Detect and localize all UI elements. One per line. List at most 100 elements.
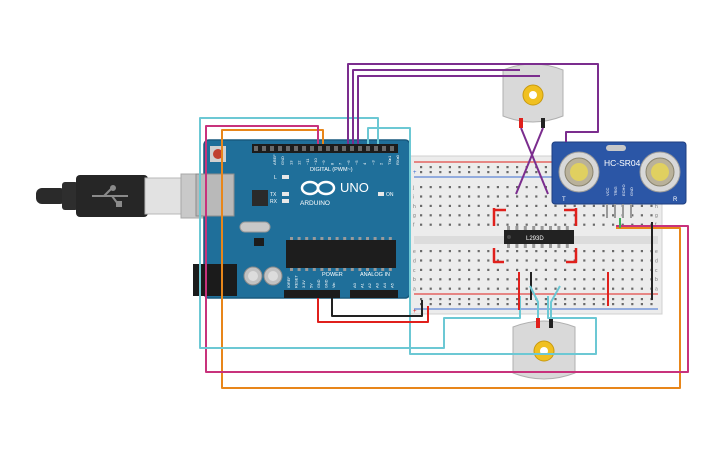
wire-purple-c [357,75,540,144]
digital-pin-label: 2 [379,162,384,165]
on-led-label: ON [386,192,394,198]
digital-pin-label: GND [280,156,285,165]
row-letter: f [413,223,415,229]
wire-motor-bot-2 [550,285,561,318]
sensor-pin-label: GND [629,187,634,196]
wire-cyan-right [367,127,597,355]
digital-pin-label: ~10 [313,157,318,165]
digital-pin-label: 12 [297,160,302,165]
board-brand: ARDUINO [300,200,330,207]
analog-pin-label: A4 [382,282,387,288]
tx-label: TX [270,192,277,198]
receiver-icon [639,151,681,193]
wire-purple-b [352,69,520,144]
row-letter: b [413,277,416,283]
usb-cable [36,173,212,219]
wire-black-gnd [331,298,423,317]
row-letter: i [413,194,414,200]
ic-label: L293D [526,236,544,242]
arduino-logo-icon [300,180,336,196]
digital-pin-label: TX▸1 [387,155,392,165]
row-letter: g [413,213,416,219]
digital-pin-label: RX◂0 [395,154,400,165]
sensor-pin-label: TRIG [613,186,618,196]
digital-pin-label: 7 [338,162,343,165]
analog-pin-label: A0 [352,282,357,288]
row-letter: e [655,249,658,255]
digital-header [252,144,398,153]
digital-pin-label: ~9 [321,160,326,165]
analog-pin-label: A1 [360,282,365,288]
digital-pin-label: ~6 [346,160,351,165]
digital-pin-label: 8 [329,162,334,165]
power-pin-label: GND [317,279,321,288]
atmega-chip [286,240,396,268]
rail-plus-bottom: + [413,309,417,315]
power-pin-label: GND [325,279,329,288]
usb-icon [92,185,128,207]
digital-pin-label: 13 [288,160,293,165]
row-letter: c [655,268,658,274]
digital-pin-label: ~11 [305,158,310,165]
rx-label: RX [270,199,278,205]
power-pin-label: 3.3V [302,280,306,288]
gear-icon [533,340,555,362]
row-letter: a [413,287,416,293]
sensor-pin-label: VCC [605,187,610,196]
row-letter: j [412,185,414,191]
wire-red-ic-r2 [566,248,578,264]
row-letter: b [655,277,658,283]
wire-orange [221,129,681,389]
digital-pin-label: AREF [272,154,277,165]
power-pin-label: IOREF [287,276,291,288]
usb-chip [252,190,268,206]
wire-red-5v [317,298,429,323]
l293d-chip: L293D [504,226,574,248]
digital-label: DIGITAL (PWM~) [310,167,353,173]
row-letter: h [413,204,416,210]
digital-pin-label: ~3 [370,160,375,165]
sensor-r-mark: R [673,197,678,203]
gear-icon [522,84,544,106]
wire-motor-bot-1 [529,285,539,318]
reset-button [213,149,223,159]
sensor-pins [606,204,632,218]
analog-label: ANALOG IN [360,272,390,278]
sensor-t-mark: T [562,197,566,203]
digital-pin-label: 4 [362,162,367,165]
power-pin-label: Vin [332,283,336,288]
wires [199,63,689,389]
row-letter: h [655,204,658,210]
power-pin-label: 5V [310,283,314,288]
wire-red-ic-l2 [492,248,504,264]
wire-motor-top-1 [520,127,549,195]
row-letter: e [413,249,416,255]
transmitter-icon [558,151,600,193]
wire-motor-top-2 [515,127,544,195]
row-letter: d [413,258,416,264]
l-label: L [274,175,277,181]
wire-magenta [205,125,689,373]
wire-purple-a [347,63,599,144]
row-letter: d [655,258,658,264]
dc-motor-top [502,63,564,128]
analog-pin-label: A3 [375,282,380,288]
dc-motor-bottom [512,318,576,380]
analog-header [350,290,398,298]
row-letter: c [413,268,416,274]
row-letter: a [655,287,658,293]
power-label: POWER [322,272,343,278]
analog-pin-label: A5 [390,282,395,288]
sensor-pin-label: ECHO [621,184,626,196]
power-pin-label: RESET [295,275,299,288]
sensor-label: HC-SR04 [604,158,641,168]
rail-plus-top: + [413,170,417,176]
board-model: UNO [340,180,369,195]
row-letter: g [655,213,658,219]
analog-pin-label: A2 [367,282,372,288]
digital-pin-label: ~5 [354,160,359,165]
power-header [284,290,340,298]
